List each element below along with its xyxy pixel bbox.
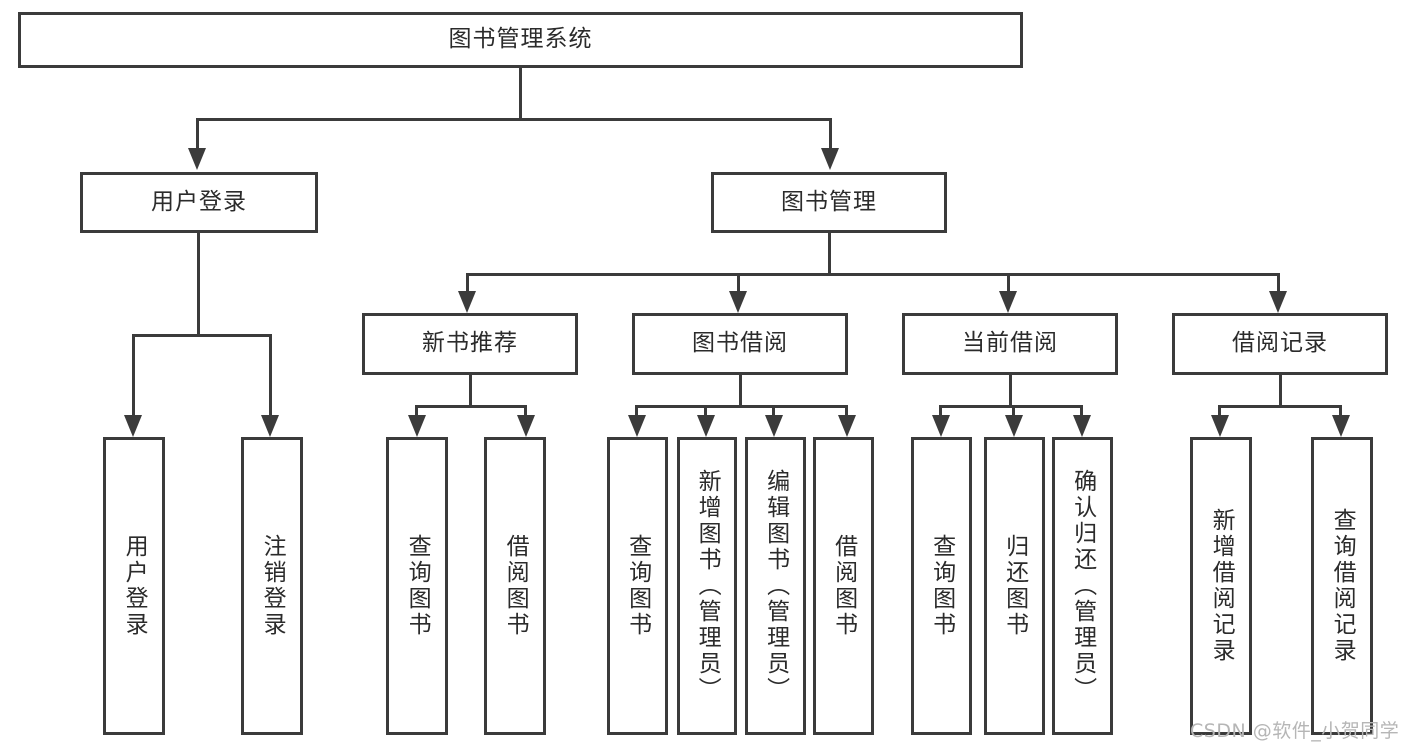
connector-level2-bar (466, 273, 1280, 276)
leaf-node-query-book-current[interactable]: 查询图书 (911, 437, 972, 735)
leaf-node-add-borrow-record[interactable]: 新增借阅记录 (1190, 437, 1252, 735)
leaf-label: 归还图书 (1001, 534, 1028, 638)
connector-current-stem (1009, 375, 1012, 405)
leaf-label: 新增图书（管理员） (694, 469, 721, 703)
node-label: 借阅记录 (1232, 330, 1328, 357)
connector-recommendation-drop-2 (524, 405, 527, 415)
leaf-label: 用户登录 (121, 534, 148, 638)
arrow-to-leaf-borrow-book (838, 415, 856, 437)
csdn-watermark: CSDN @软件_小贺同学 (1190, 720, 1400, 742)
connector-recommendation-bar (415, 405, 527, 408)
connector-borrowing-drop-3 (772, 405, 775, 415)
connector-recommendation-drop-1 (415, 405, 418, 415)
leaf-label: 查询图书 (404, 534, 431, 638)
leaf-node-borrow-book[interactable]: 借阅图书 (813, 437, 874, 735)
connector-records-drop-1 (1218, 405, 1221, 415)
node-user-login[interactable]: 用户登录 (80, 172, 318, 233)
node-book-management[interactable]: 图书管理 (711, 172, 947, 233)
connector-borrowing-drop-4 (845, 405, 848, 415)
connector-recommendation-stem (469, 375, 472, 405)
arrow-to-current-borrowing (999, 291, 1017, 313)
leaf-node-return-book[interactable]: 归还图书 (984, 437, 1045, 735)
leaf-node-add-book-admin[interactable]: 新增图书（管理员） (677, 437, 737, 735)
connector-borrowing-drop-1 (635, 405, 638, 415)
connector-current-drop-2 (1012, 405, 1015, 415)
node-label: 图书管理 (781, 188, 877, 215)
arrow-to-book-management (821, 148, 839, 170)
node-current-borrowing[interactable]: 当前借阅 (902, 313, 1118, 375)
leaf-node-query-book-borrowing[interactable]: 查询图书 (607, 437, 668, 735)
leaf-label: 确认归还（管理员） (1069, 469, 1096, 703)
connector-user-login-child2-drop (269, 334, 272, 415)
node-root-library-management-system[interactable]: 图书管理系统 (18, 12, 1023, 68)
leaf-label: 查询借阅记录 (1329, 508, 1356, 664)
leaf-label: 查询图书 (624, 534, 651, 638)
leaf-label: 查询图书 (928, 534, 955, 638)
leaf-node-query-book-recommendation[interactable]: 查询图书 (386, 437, 448, 735)
arrow-to-new-book-recommendation (458, 291, 476, 313)
node-borrow-records[interactable]: 借阅记录 (1172, 313, 1388, 375)
node-book-borrowing[interactable]: 图书借阅 (632, 313, 848, 375)
arrow-to-leaf-query-book-rec (408, 415, 426, 437)
arrow-to-leaf-query-record (1332, 415, 1350, 437)
arrow-to-borrow-records (1269, 291, 1287, 313)
arrow-to-book-borrowing (729, 291, 747, 313)
connector-level1-left-drop (196, 118, 199, 148)
connector-current-drop-1 (939, 405, 942, 415)
leaf-label: 编辑图书（管理员） (762, 469, 789, 703)
arrow-to-user-login (188, 148, 206, 170)
connector-level2-drop-4 (1277, 273, 1280, 291)
connector-book-management-stem (828, 233, 831, 273)
leaf-node-query-borrow-record[interactable]: 查询借阅记录 (1311, 437, 1373, 735)
node-label: 当前借阅 (962, 330, 1058, 357)
node-label: 新书推荐 (422, 330, 518, 357)
connector-user-login-stem (197, 233, 200, 334)
arrow-to-leaf-confirm-return (1073, 415, 1091, 437)
node-new-book-recommendation[interactable]: 新书推荐 (362, 313, 578, 375)
arrow-to-leaf-borrow-book-rec (517, 415, 535, 437)
leaf-node-user-login[interactable]: 用户登录 (103, 437, 165, 735)
connector-records-stem (1279, 375, 1282, 405)
connector-records-bar (1218, 405, 1342, 408)
leaf-label: 注销登录 (259, 534, 286, 638)
connector-records-drop-2 (1339, 405, 1342, 415)
connector-level1-bar (196, 118, 832, 121)
connector-level1-right-drop (829, 118, 832, 148)
connector-root-stem (519, 68, 522, 118)
arrow-to-leaf-query-book-current (932, 415, 950, 437)
connector-borrowing-drop-2 (704, 405, 707, 415)
arrow-to-leaf-add-book (697, 415, 715, 437)
arrow-to-leaf-query-book-borrow (628, 415, 646, 437)
leaf-label: 新增借阅记录 (1208, 508, 1235, 664)
node-label: 图书借阅 (692, 330, 788, 357)
connector-user-login-child1-drop (132, 334, 135, 415)
leaf-node-logout[interactable]: 注销登录 (241, 437, 303, 735)
node-label: 用户登录 (151, 188, 247, 215)
connector-current-bar (939, 405, 1083, 408)
arrow-to-leaf-add-record (1211, 415, 1229, 437)
connector-borrowing-bar (635, 405, 848, 408)
connector-user-login-bar (132, 334, 269, 337)
node-label: 图书管理系统 (448, 26, 593, 53)
arrow-to-leaf-edit-book (765, 415, 783, 437)
leaf-label: 借阅图书 (830, 534, 857, 638)
leaf-label: 借阅图书 (502, 534, 529, 638)
leaf-node-confirm-return-admin[interactable]: 确认归还（管理员） (1052, 437, 1113, 735)
arrow-to-leaf-logout (261, 415, 279, 437)
connector-level2-drop-2 (737, 273, 740, 291)
connector-current-drop-3 (1080, 405, 1083, 415)
arrow-to-leaf-user-login (124, 415, 142, 437)
connector-borrowing-stem (739, 375, 742, 405)
leaf-node-borrow-book-recommendation[interactable]: 借阅图书 (484, 437, 546, 735)
connector-level2-drop-3 (1007, 273, 1010, 291)
leaf-node-edit-book-admin[interactable]: 编辑图书（管理员） (745, 437, 806, 735)
connector-level2-drop-1 (466, 273, 469, 291)
arrow-to-leaf-return-book (1005, 415, 1023, 437)
